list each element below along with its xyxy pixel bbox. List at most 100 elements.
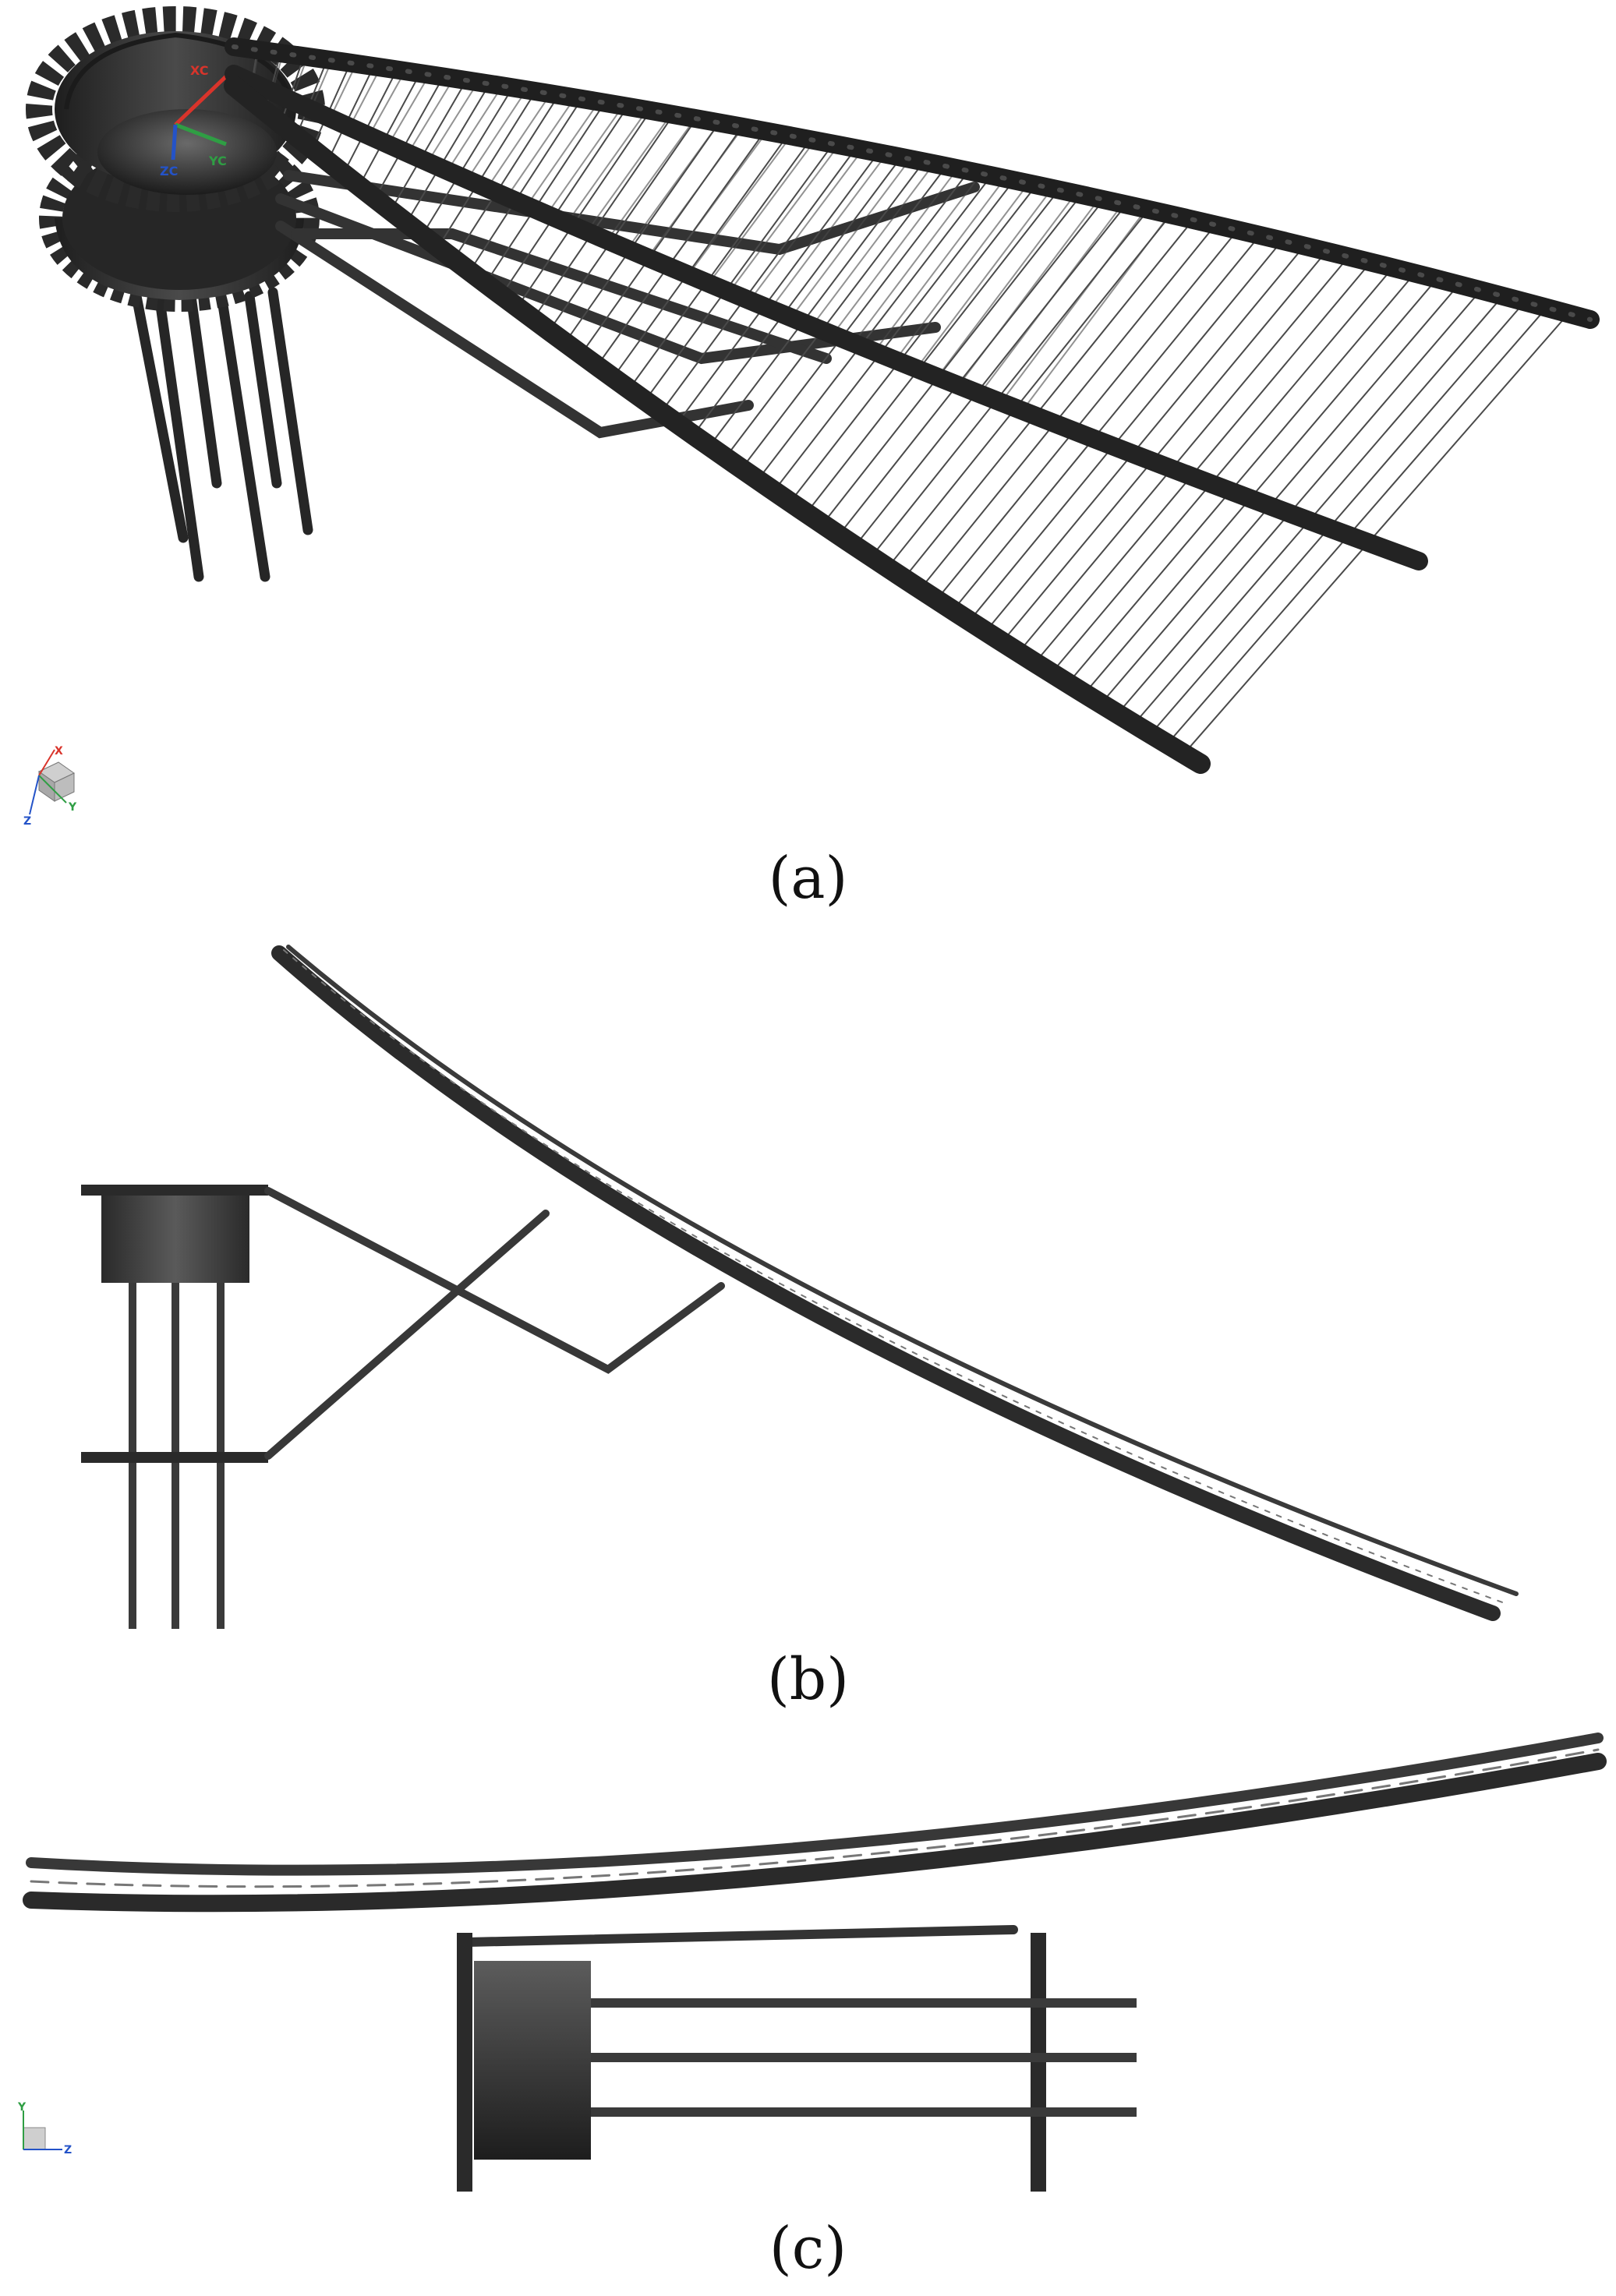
cable-hanger [295, 59, 328, 137]
cable-hanger [957, 198, 1100, 387]
cable-hanger [407, 78, 454, 154]
cable-hanger [854, 203, 1127, 547]
cable-hanger [437, 90, 537, 248]
cable-hangers [249, 49, 1569, 754]
pile-group [131, 287, 313, 582]
cable-hanger [952, 235, 1261, 611]
cable-hanger [741, 170, 970, 469]
caption-c: (c) [769, 2215, 847, 2282]
side-view-model [81, 945, 1519, 1629]
cable-hanger [688, 135, 792, 276]
view-y-label: Y [68, 801, 77, 814]
strut [275, 221, 754, 439]
cable-hanger [894, 182, 1030, 361]
top-chord-detail [232, 44, 1593, 322]
cable-hanger [709, 161, 925, 447]
cable-hanger [805, 189, 1060, 514]
cable-hanger [626, 122, 720, 250]
cable-hanger [368, 70, 406, 136]
cable-hanger [1001, 250, 1328, 643]
cable-hanger [692, 157, 902, 436]
cable-hanger [979, 203, 1124, 394]
cable-hanger [660, 147, 857, 413]
cable-hanger [390, 79, 468, 211]
cable-hanger [667, 131, 768, 267]
cable-hanger [646, 126, 744, 259]
y-axis-arrow [175, 122, 227, 147]
cable-hanger [1021, 214, 1171, 412]
girder-tie [463, 1925, 1018, 1947]
z-axis-label: ZC [160, 164, 178, 178]
view-z-label: Z [64, 2144, 72, 2156]
cable-hanger [936, 193, 1077, 378]
girder-lower-chord [271, 945, 1501, 1621]
cable-hanger [708, 140, 816, 284]
cable-hanger [387, 74, 430, 146]
cable-hanger [1067, 272, 1416, 684]
caption-b: (b) [766, 1646, 850, 1713]
cable-hanger [466, 89, 528, 180]
view-y-label: Y [17, 2101, 27, 2114]
girder-upper-chord [286, 945, 1519, 1596]
pile [244, 291, 282, 489]
cable-hanger [1100, 284, 1460, 705]
cable-hanger [1017, 256, 1349, 653]
cable-hanger [773, 179, 1015, 492]
cable-hanger [327, 65, 375, 162]
panel-b-side-view [0, 931, 1616, 1641]
z-axis-arrow [171, 124, 178, 161]
cable-hanger [644, 143, 834, 401]
cable-hanger [342, 69, 398, 175]
cable-hanger [822, 194, 1082, 525]
view-orientation-cube: X Y Z [23, 745, 77, 828]
cable-hanger [968, 240, 1283, 622]
view-orientation-triad: Y Z [17, 2101, 72, 2156]
cable-hanger [612, 135, 789, 378]
anchor-drum [474, 1961, 591, 2160]
cable-hanger [358, 72, 421, 187]
coordinate-triad: XC YC ZC [160, 63, 228, 178]
cable-hanger [469, 98, 583, 272]
cable-hanger [374, 76, 444, 200]
panel-a-isometric-view: XC YC ZC X Y [0, 0, 1616, 842]
cable-hanger [676, 152, 879, 424]
cable-hanger [1034, 261, 1372, 663]
cable-hanger [421, 87, 514, 236]
cable-hanger [1183, 313, 1569, 754]
pile-group [591, 1998, 1137, 2117]
cable-hanger [873, 178, 1006, 352]
lower-flange [81, 1452, 268, 1463]
strut [264, 1187, 725, 1374]
cable-hanger [790, 158, 911, 319]
cable-hanger [486, 93, 552, 189]
cable-hanger [789, 184, 1038, 503]
cable-hanger [485, 102, 606, 284]
pile [267, 287, 313, 535]
lower-anchor-drum [39, 125, 320, 312]
strut [291, 228, 832, 364]
cable-hanger [329, 63, 357, 119]
cable-hanger [853, 172, 982, 344]
cable-hanger [1133, 295, 1504, 725]
cable-hanger [1084, 278, 1437, 694]
cable-hanger [886, 214, 1172, 568]
cable-hanger [311, 62, 352, 150]
middle-girder [225, 65, 1428, 570]
panel-c-top-view: Y Z [0, 1715, 1616, 2213]
isometric-model: XC YC ZC X Y [23, 6, 1600, 828]
cable-hanger [728, 144, 840, 293]
bottom-girder [224, 76, 1211, 774]
cable-hanger [915, 188, 1053, 369]
bracing-struts [264, 1187, 725, 1460]
view-x-label: X [55, 745, 63, 758]
cable-hanger [586, 113, 672, 232]
view-z-label: Z [23, 815, 31, 828]
cable-hanger [935, 229, 1239, 601]
caption-a: (a) [768, 845, 848, 912]
cable-hanger [1051, 267, 1394, 674]
curved-girder [271, 945, 1519, 1621]
cable-hanger [1116, 289, 1482, 715]
cable-hanger [500, 106, 629, 296]
x-axis-arrow [174, 75, 228, 126]
cable-hanger [564, 122, 720, 344]
